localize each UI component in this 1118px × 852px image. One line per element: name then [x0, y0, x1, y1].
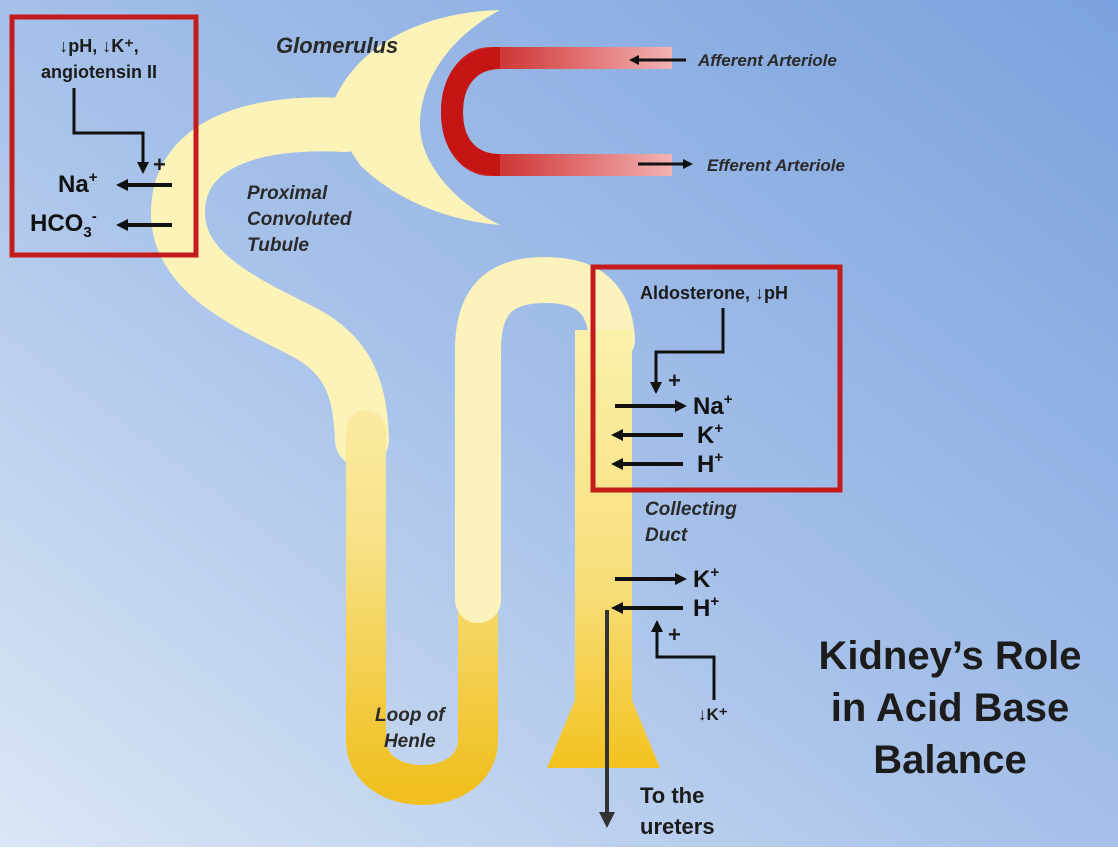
cd-k-charge: +: [714, 420, 724, 437]
bowman-capsule: [330, 10, 500, 225]
title-line2: in Acid Base: [830, 686, 1070, 730]
cd-h-charge: +: [714, 449, 724, 466]
ureters-line2: ureters: [640, 814, 715, 839]
efferent-arteriole-label: Efferent Arteriole: [707, 156, 845, 175]
arteriole-bend: [440, 47, 501, 176]
lower-ion-h: H+: [693, 593, 720, 623]
cd-ion-k: K+: [697, 420, 724, 450]
lower-h-symbol: H: [693, 595, 711, 622]
pct-label-line1: Proximal: [247, 183, 328, 204]
pct-hco3-symbol: HCO: [30, 210, 84, 237]
pct-stimulus-arrow: [72, 88, 149, 174]
title-line1: Kidney’s Role: [818, 634, 1082, 678]
pct-ion-hco3: HCO3-: [30, 208, 97, 241]
afferent-arteriole-label: Afferent Arteriole: [698, 51, 837, 70]
cd-stimulus-arrow: [650, 308, 725, 394]
pct-label: Proximal Convoluted Tubule: [247, 181, 352, 259]
cd-k-symbol: K: [697, 422, 715, 449]
pct-hco3-charge: -: [91, 208, 97, 225]
pct-stimulus-text: ↓pH, ↓K⁺, angiotensin II: [22, 33, 176, 85]
cd-ion-na: Na+: [693, 391, 733, 421]
cd-h-symbol: H: [697, 451, 715, 478]
pct-stimulus-line2: angiotensin II: [40, 62, 157, 82]
collecting-duct: [547, 330, 660, 768]
lower-h-charge: +: [710, 593, 720, 610]
lower-ion-k: K+: [693, 564, 720, 594]
ureters-line1: To the: [640, 783, 705, 808]
glomerulus-label: Glomerulus: [276, 33, 399, 58]
pct-ion-na: Na+: [58, 169, 98, 199]
loop-of-henle-label: Loop of Henle: [375, 703, 445, 755]
pct-label-line2: Convoluted: [247, 209, 352, 230]
proximal-convoluted-tubule: [151, 97, 389, 467]
pct-na-charge: +: [88, 169, 98, 186]
pct-label-line3: Tubule: [247, 235, 309, 256]
ureters-label: To the ureters: [640, 780, 715, 842]
slide-title: Kidney’s Role in Acid Base Balance: [790, 630, 1110, 786]
cd-regulation-box: [590, 264, 843, 493]
nephron-tubule: [151, 97, 660, 805]
collecting-duct-line1: Collecting: [645, 499, 737, 520]
lower-k-charge: +: [710, 564, 720, 581]
cd-plus-sign: +: [668, 368, 681, 393]
pct-plus-sign: +: [153, 152, 166, 177]
lower-plus-sign: +: [668, 622, 681, 647]
pct-regulation-box: [9, 14, 199, 258]
lower-stimulus-text: ↓K⁺: [698, 705, 728, 724]
collecting-duct-line2: Duct: [645, 525, 688, 546]
pct-na-symbol: Na: [58, 171, 89, 198]
cd-na-charge: +: [723, 391, 733, 408]
title-line3: Balance: [873, 738, 1027, 782]
cd-na-symbol: Na: [693, 393, 724, 420]
pct-hco3-sub: 3: [83, 223, 92, 241]
lower-k-symbol: K: [693, 566, 711, 593]
arterioles: [440, 47, 693, 176]
cd-stimulus-text: Aldosterone, ↓pH: [640, 283, 789, 303]
cd-ion-h: H+: [697, 449, 724, 479]
pct-stimulus-line1: ↓pH, ↓K⁺,: [59, 36, 139, 56]
loop-label-line1: Loop of: [375, 705, 445, 726]
loop-label-line2: Henle: [383, 731, 436, 752]
collecting-duct-label: Collecting Duct: [645, 497, 737, 549]
ascending-limb-upper: [455, 256, 635, 623]
lower-stimulus-arrow: [651, 620, 716, 700]
